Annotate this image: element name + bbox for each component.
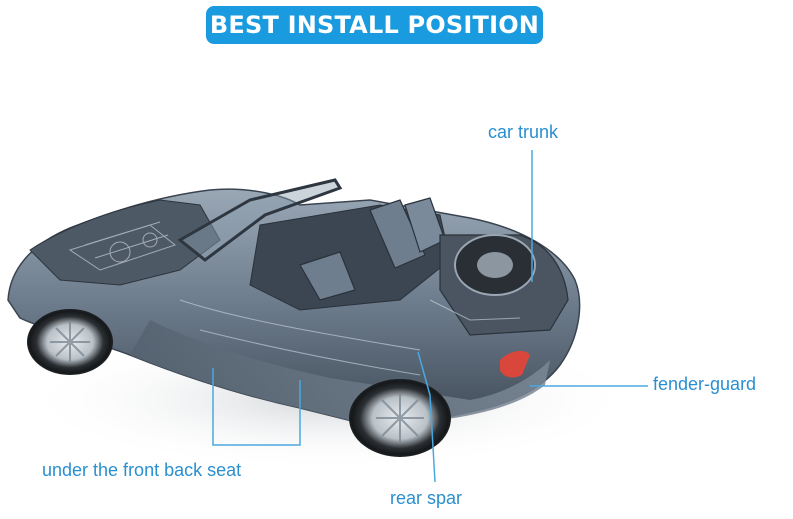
label-car-trunk: car trunk bbox=[488, 122, 559, 142]
front-seat bbox=[299, 251, 356, 301]
engine-bay bbox=[29, 199, 221, 286]
page-title: BEST INSTALL POSITION bbox=[209, 11, 540, 39]
tail-light bbox=[500, 350, 530, 378]
wiring-lines bbox=[179, 299, 521, 376]
label-fender-guard: fender-guard bbox=[653, 374, 757, 394]
windshield bbox=[177, 178, 343, 262]
rear-seat bbox=[369, 199, 426, 269]
leader-lines bbox=[212, 150, 648, 483]
label-rear-spar: rear spar bbox=[390, 488, 463, 508]
leader-rear-spar bbox=[417, 351, 436, 483]
page-title-banner: BEST INSTALL POSITION bbox=[206, 6, 543, 44]
leader-front-back-seat bbox=[212, 368, 301, 446]
engine-detail bbox=[68, 221, 177, 271]
label-front-back-seat: under the front back seat bbox=[42, 460, 242, 480]
